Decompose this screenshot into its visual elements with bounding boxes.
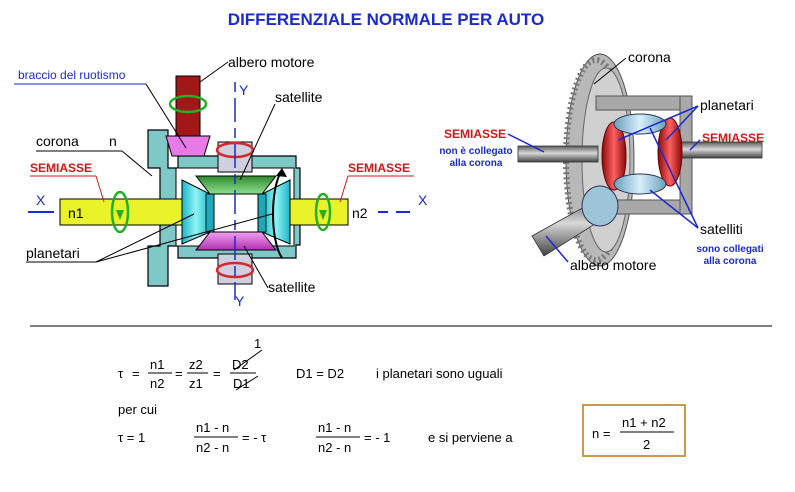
albero-motore-3d-leader [545, 235, 569, 263]
frac2-num: n1 - n [196, 420, 229, 435]
frac-z1: z1 [189, 376, 203, 391]
semiasse-right-leader [339, 175, 349, 203]
tau-eq-1: τ = 1 [118, 430, 145, 445]
tau-symbol: τ [118, 366, 124, 381]
motor-shaft [175, 75, 201, 137]
bottom-satellite-gear [194, 231, 278, 251]
non-collegato-line1: non è collegato [439, 146, 512, 157]
motor-rotation-ring [168, 94, 208, 114]
satellite-top-label: satellite [275, 89, 323, 105]
planetari-3d-label: planetari [700, 97, 754, 113]
y-axis-top-label: Y [239, 82, 249, 98]
braccio-label: braccio del ruotismo [18, 68, 126, 82]
corona-leader [121, 150, 153, 177]
frac-z2: z2 [189, 357, 203, 372]
frac2-rhs: = - τ [242, 430, 267, 445]
right-hub [257, 193, 267, 233]
right-arrow [319, 210, 327, 220]
semiasse-left-label: SEMIASSE [30, 161, 92, 175]
cancel-slash-top [233, 349, 263, 371]
semiasse-3d-right-leader [689, 139, 701, 151]
result-box [582, 404, 686, 457]
satelliti-3d-leader-1 [649, 127, 699, 229]
top-satellite-gear [194, 175, 278, 195]
d-equal: D1 = D2 [296, 366, 344, 381]
n1-label: n1 [68, 205, 84, 221]
frac3-rhs: = - 1 [364, 430, 390, 445]
satelliti-3d-leader-2 [649, 189, 699, 229]
planetari-leader-1 [95, 213, 195, 263]
eq-1: = [132, 366, 140, 381]
left-half-shaft [517, 145, 599, 163]
planetari-uguali: i planetari sono uguali [376, 366, 503, 381]
semiasse-right-label: SEMIASSE [348, 161, 410, 175]
collegati-line1: sono collegati [696, 244, 763, 255]
braccio-leader [145, 83, 187, 149]
corona-label: corona [36, 133, 79, 149]
frac-n2: n2 [150, 376, 164, 391]
carrier-top-bar [595, 95, 693, 111]
bottom-satellite-ring [215, 261, 255, 279]
result-lhs: n = [592, 426, 610, 441]
frac3-den: n2 - n [318, 440, 351, 455]
top-satellite-3d [613, 113, 667, 135]
motor-pinion-3d [581, 185, 619, 227]
eq-3: = [213, 366, 221, 381]
planetari-label: planetari [26, 245, 80, 261]
result-num: n1 + n2 [622, 415, 666, 430]
non-collegato-line2: alla corona [450, 158, 503, 169]
right-illustration: corona planetari SEMIASSE non è collegat… [439, 49, 764, 273]
x-axis-right-label: X [418, 192, 428, 208]
page-title: DIFFERENZIALE NORMALE PER AUTO [228, 10, 544, 29]
carrier-arrow [276, 168, 287, 177]
y-axis-bottom-label: Y [235, 293, 245, 309]
left-hub [205, 193, 215, 233]
cancel-one: 1 [254, 336, 261, 351]
n2-label: n2 [352, 205, 368, 221]
left-arrow [116, 210, 124, 220]
frac-D1: D1 [233, 376, 250, 391]
cancel-slash-bottom [235, 375, 259, 391]
carrier-rotation-arc [272, 169, 283, 259]
si-perviene: e si perviene a [428, 430, 513, 445]
semiasse-3d-right-label: SEMIASSE [702, 131, 764, 145]
planetari-3d-leader-1 [617, 105, 699, 141]
formulas: τ = n1 n2 = z2 z1 = 1 D2 D1 D1 = D2 i pl… [118, 336, 686, 457]
albero-motore-leader [199, 61, 229, 83]
collegati-line2: alla corona [704, 256, 757, 267]
left-schematic: Y Y X X albero motore braccio del ruotis… [14, 54, 428, 309]
semiasse-3d-left-label: SEMIASSE [444, 127, 506, 141]
right-rotation-ring [314, 192, 332, 232]
bottom-satellite-3d [613, 173, 667, 195]
albero-motore-3d-label: albero motore [570, 257, 657, 273]
corona-3d-label: corona [628, 49, 671, 65]
frac3-num: n1 - n [318, 420, 351, 435]
semiasse-left-leader [95, 175, 105, 203]
n-label: n [109, 133, 117, 149]
semiasse-3d-left-leader [507, 133, 545, 153]
x-axis-left-label: X [36, 192, 46, 208]
motor-pinion [165, 135, 211, 157]
frac2-den: n2 - n [196, 440, 229, 455]
albero-motore-label: albero motore [228, 54, 315, 70]
planetari-leader-2 [95, 213, 273, 263]
eq-2: = [175, 366, 183, 381]
left-rotation-ring [110, 190, 130, 234]
frac-n1: n1 [150, 357, 164, 372]
planetari-3d-leader-2 [665, 105, 699, 141]
per-cui: per cui [118, 402, 157, 417]
central-pin [213, 193, 259, 233]
satellite-bottom-label: satellite [268, 279, 316, 295]
satellite-bottom-leader [243, 245, 269, 289]
result-den: 2 [643, 437, 650, 452]
satelliti-3d-label: satelliti [700, 221, 743, 237]
corona-3d-leader [593, 57, 627, 85]
satellite-top-leader [239, 103, 276, 181]
